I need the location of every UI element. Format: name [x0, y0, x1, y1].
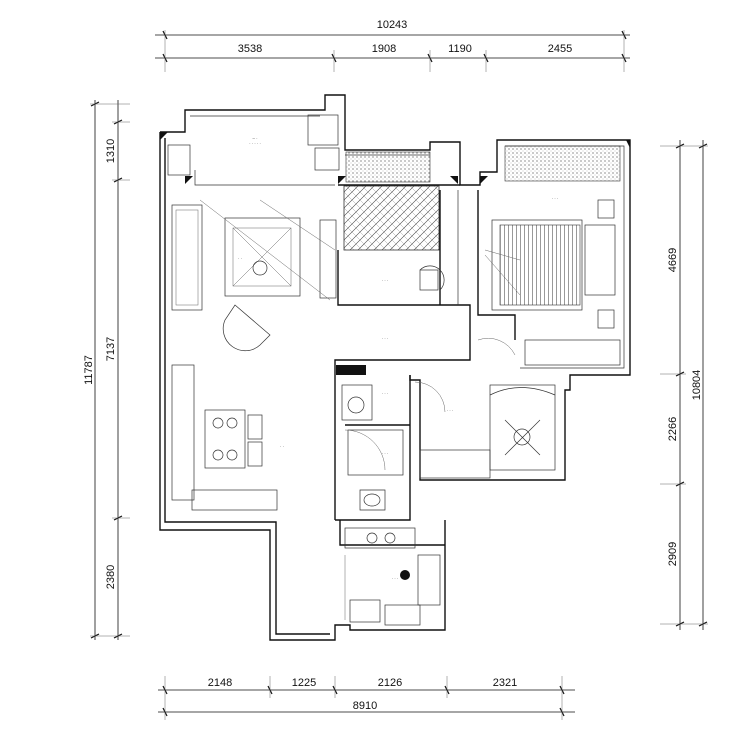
master-bedroom	[484, 199, 621, 366]
interior-walls	[194, 170, 516, 546]
right-dim-3: 2909	[667, 542, 679, 566]
left-total-dim: 11787	[83, 355, 95, 385]
dining-area	[171, 364, 278, 511]
svg-text:· · · · ·: · · · · ·	[249, 141, 260, 146]
second-bedroom	[414, 381, 556, 479]
top-dim-1: 3538	[238, 43, 262, 55]
bottom-dimensions: 2148 1225 2126 2321 8910	[158, 676, 575, 720]
left-dim-2: 7137	[105, 337, 117, 361]
living-room-furniture	[171, 199, 337, 352]
balcony-area: ─ ·	[167, 114, 340, 176]
top-dim-2: 1908	[372, 43, 396, 55]
left-dimensions: 11787 1310 7137 2380	[83, 100, 130, 640]
svg-text:· ·: · ·	[280, 444, 284, 449]
svg-text:· ·: · ·	[238, 256, 242, 261]
top-total-dim: 10243	[377, 19, 408, 31]
svg-text:· · ·: · · ·	[392, 576, 398, 581]
kitchen	[344, 527, 441, 626]
bathroom	[341, 384, 404, 511]
svg-text:· · ·: · · ·	[382, 278, 388, 283]
left-dim-3: 2380	[105, 565, 117, 589]
svg-text:· · ·: · · ·	[552, 196, 558, 201]
top-dim-3: 1190	[448, 43, 472, 55]
top-dimensions: 10243 3538 1908 1190 2455	[155, 19, 630, 72]
right-dim-2: 2266	[667, 417, 679, 441]
top-dim-4: 2455	[548, 43, 572, 55]
svg-text:─ ·: ─ ·	[252, 136, 258, 141]
right-total-dim: 10804	[691, 370, 703, 401]
bottom-dim-1: 2148	[208, 677, 232, 689]
bottom-dim-3: 2126	[378, 677, 402, 689]
right-dimensions: 4669 2266 2909 10804	[660, 140, 708, 630]
hatch-areas	[336, 145, 621, 375]
right-dim-1: 4669	[667, 248, 679, 272]
bottom-dim-2: 1225	[292, 677, 316, 689]
bottom-dim-4: 2321	[493, 677, 517, 689]
study-area	[419, 265, 516, 356]
room-labels: · · · · · · · · · · · · · · · · · · · · …	[238, 141, 558, 581]
svg-text:· · ·: · · ·	[447, 408, 453, 413]
svg-text:· · ·: · · ·	[382, 336, 388, 341]
left-dim-1: 1310	[105, 139, 117, 163]
corner-markers	[160, 132, 630, 184]
svg-text:· · ·: · · ·	[382, 391, 388, 396]
svg-text:· · ·: · · ·	[382, 451, 388, 456]
bottom-total-dim: 8910	[353, 700, 377, 712]
